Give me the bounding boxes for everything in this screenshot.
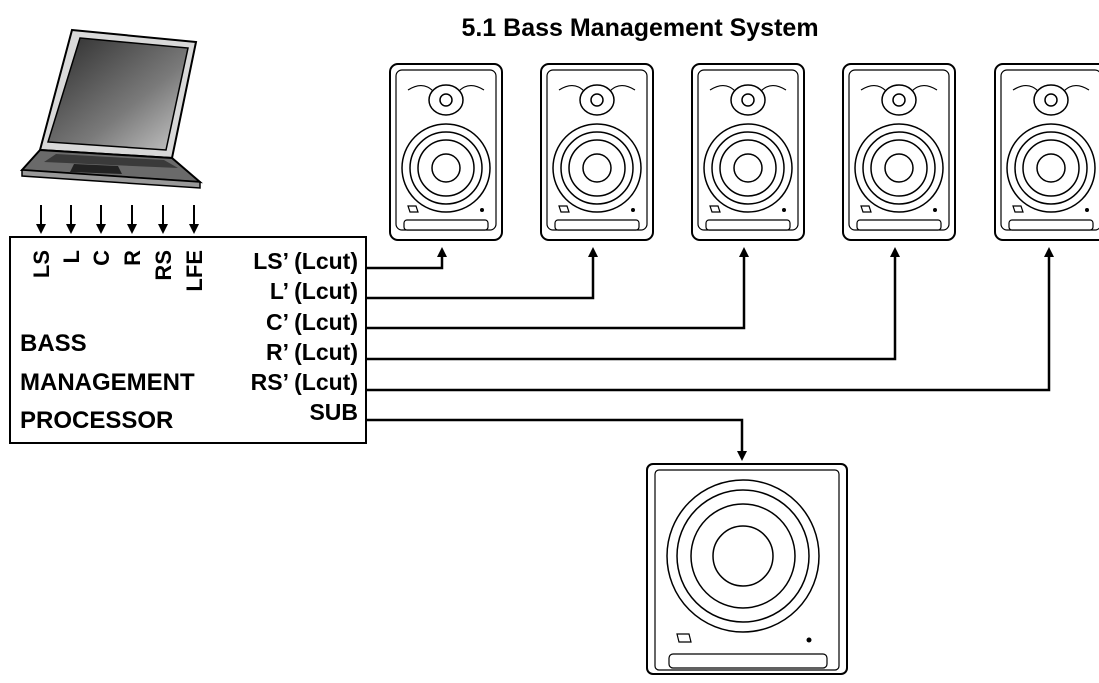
connection-sub xyxy=(366,418,747,461)
processor-name-line-3: PROCESSOR xyxy=(20,407,173,434)
input-label-c: C xyxy=(89,250,114,266)
output-label-r: R’ (Lcut) xyxy=(266,339,358,365)
input-arrows xyxy=(36,205,199,234)
output-label-c: C’ (Lcut) xyxy=(266,309,358,335)
output-label-ls: LS’ (Lcut) xyxy=(253,248,358,274)
connections xyxy=(366,247,1054,461)
input-label-lfe: LFE xyxy=(182,250,207,292)
input-label-ls: LS xyxy=(29,250,54,278)
input-label-r: R xyxy=(120,250,145,266)
input-label-l: L xyxy=(59,250,84,263)
output-label-rs: RS’ (Lcut) xyxy=(251,369,358,395)
monitor-speaker-icon xyxy=(842,63,956,241)
output-label-sub: SUB xyxy=(309,399,358,425)
monitor-speaker-icon xyxy=(540,63,654,241)
processor-name-line-2: MANAGEMENT xyxy=(20,369,195,396)
monitor-speaker-icon xyxy=(994,63,1099,241)
bass-management-processor-box xyxy=(9,236,367,444)
monitor-speaker-icon xyxy=(389,63,503,241)
laptop-icon xyxy=(19,28,203,189)
processor-name-line-1: BASS xyxy=(20,330,87,357)
subwoofer-icon xyxy=(646,463,848,675)
connection-rs xyxy=(366,247,1054,392)
connection-ls xyxy=(366,247,447,270)
connection-r xyxy=(366,247,900,361)
connection-l xyxy=(366,247,598,300)
output-label-l: L’ (Lcut) xyxy=(270,278,358,304)
connection-c xyxy=(366,247,749,330)
input-label-rs: RS xyxy=(151,250,176,281)
diagram-title: 5.1 Bass Management System xyxy=(461,14,818,42)
monitor-speaker-icon xyxy=(691,63,805,241)
